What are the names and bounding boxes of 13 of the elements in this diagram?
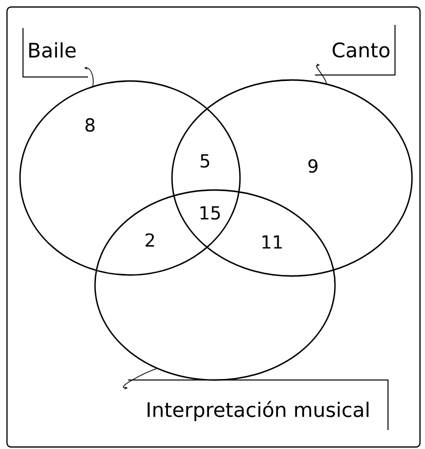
category-label: Interpretación musical bbox=[128, 380, 388, 430]
category-label: Baile bbox=[22, 28, 88, 78]
set-ellipse bbox=[171, 79, 413, 277]
set-ellipse bbox=[19, 80, 241, 276]
region-count: 5 bbox=[200, 154, 210, 168]
region-count: 9 bbox=[308, 159, 318, 173]
region-count: 11 bbox=[262, 235, 282, 249]
leader-line bbox=[316, 63, 327, 84]
category-label: Canto bbox=[314, 24, 396, 76]
region-count: 8 bbox=[86, 118, 94, 132]
set-ellipse bbox=[94, 189, 336, 381]
region-count: 15 bbox=[200, 206, 220, 220]
region-count: 2 bbox=[146, 233, 154, 247]
